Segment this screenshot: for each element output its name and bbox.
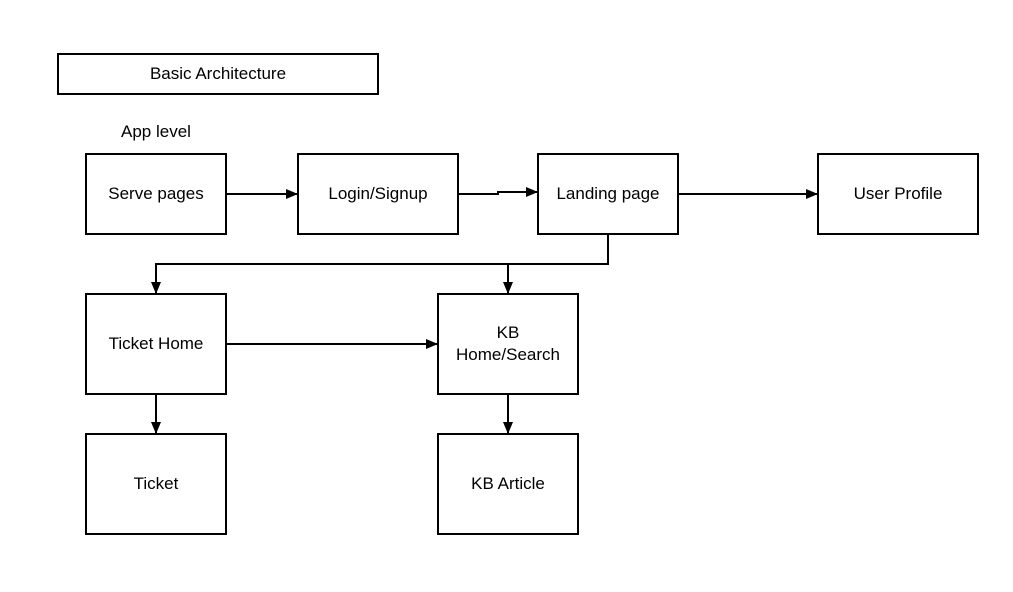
node-label: Login/Signup bbox=[328, 184, 428, 203]
node-user-profile: User Profile bbox=[817, 153, 979, 235]
edge-login-to-landing bbox=[459, 187, 538, 197]
diagram-title-box: Basic Architecture bbox=[57, 53, 379, 95]
node-label: Serve pages bbox=[108, 184, 204, 203]
node-label: Ticket bbox=[133, 474, 179, 493]
node-kb-home-search: KB Home/Search bbox=[437, 293, 579, 395]
edge-landing-to-ticket-home bbox=[151, 235, 609, 294]
section-label: App level bbox=[121, 122, 191, 141]
node-ticket: Ticket bbox=[85, 433, 227, 535]
node-login-signup: Login/Signup bbox=[297, 153, 459, 235]
node-label: Landing page bbox=[556, 184, 660, 203]
node-label: User Profile bbox=[853, 184, 943, 203]
node-kb-article: KB Article bbox=[437, 433, 579, 535]
diagram-title: Basic Architecture bbox=[149, 64, 287, 83]
node-label: Ticket Home bbox=[108, 334, 204, 353]
node-label: KB Article bbox=[471, 474, 545, 493]
node-label-line2: Home/Search bbox=[456, 345, 560, 364]
node-label-line1: KB bbox=[496, 323, 520, 342]
node-serve-pages: Serve pages bbox=[85, 153, 227, 235]
node-landing-page: Landing page bbox=[537, 153, 679, 235]
node-ticket-home: Ticket Home bbox=[85, 293, 227, 395]
